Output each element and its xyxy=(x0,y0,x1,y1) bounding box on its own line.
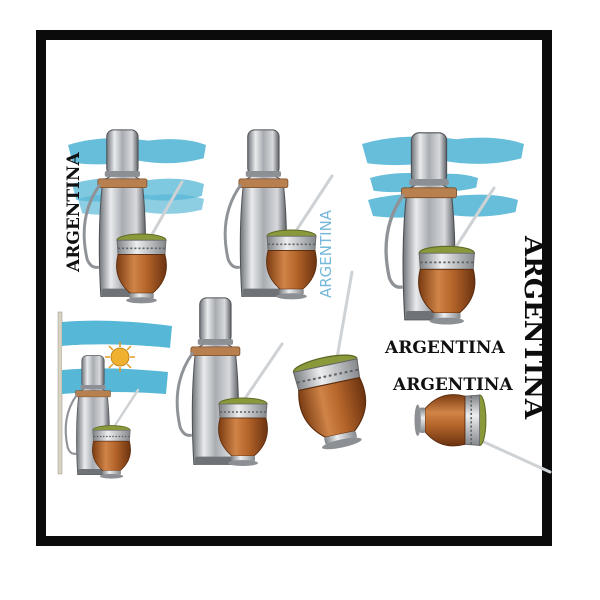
argentina-label-horizontal-2: ARGENTINA xyxy=(393,375,513,395)
bombilla-straw-icon xyxy=(148,180,184,240)
bombilla-straw-icon xyxy=(110,388,140,432)
argentina-label-horizontal-1: ARGENTINA xyxy=(385,338,505,358)
argentina-label-vertical-middle: ARGENTINA xyxy=(317,209,335,298)
argentina-label-vertical-left: ARGENTINA xyxy=(64,152,84,272)
bombilla-straw-icon xyxy=(292,174,334,236)
argentina-label-vertical-right: ARGENTINA xyxy=(518,236,548,420)
bombilla-straw-icon xyxy=(242,342,284,402)
bombilla-straw-icon xyxy=(334,270,354,366)
mate-gourd-icon xyxy=(290,349,377,456)
bombilla-straw-icon xyxy=(482,440,552,474)
sol-de-mayo-icon xyxy=(104,341,136,373)
mate-gourd-icon xyxy=(413,393,487,447)
bombilla-straw-icon xyxy=(452,186,496,252)
